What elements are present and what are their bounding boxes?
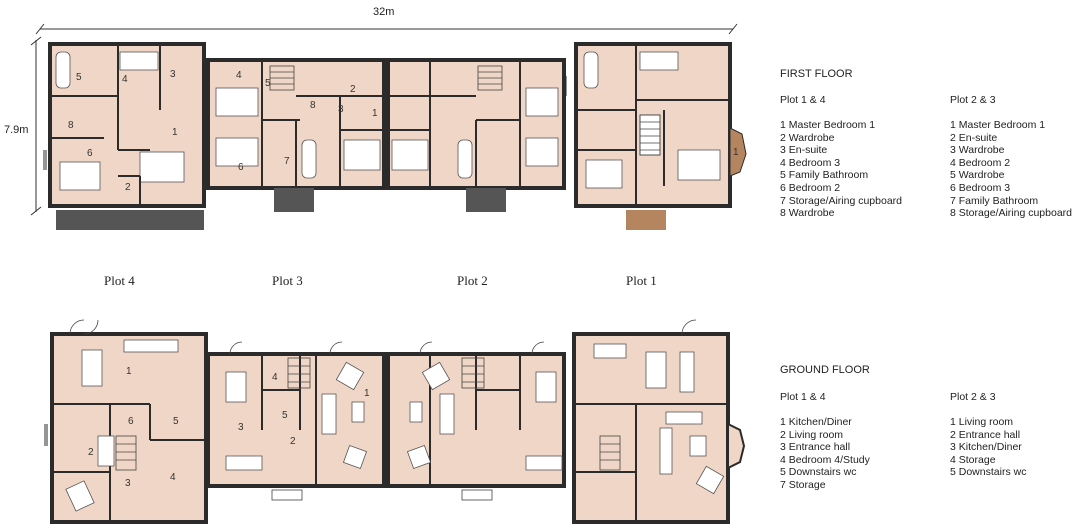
first-floor-group-a-list: 1 Master Bedroom 1 2 Wardrobe 3 En-suite… — [780, 119, 902, 220]
legend-item: 5 Family Bathroom — [780, 169, 869, 182]
gf-p3-room-5: 5 — [282, 410, 288, 421]
gf-p4-room-4: 4 — [170, 472, 176, 483]
plot-label-3: Plot 3 — [272, 273, 303, 288]
depth-dimension-line — [30, 36, 42, 216]
ff-p4-room-4: 4 — [122, 74, 128, 85]
ground-floor-group-a-heading: Plot 1 & 4 — [780, 391, 826, 403]
plot-label-4: Plot 4 — [104, 273, 135, 288]
ff-p3-room-4: 4 — [236, 70, 242, 81]
ground-floor-group-a-list: 1 Kitchen/Diner 2 Living room 3 Entrance… — [780, 416, 870, 492]
legend-item: 4 Bedroom 4/Study — [780, 453, 870, 466]
first-floor-group-a-heading: Plot 1 & 4 — [780, 94, 826, 106]
legend-item: 6 Bedroom 3 — [950, 181, 1011, 194]
gf-p4-room-5: 5 — [173, 416, 179, 427]
ff-p4-room-1: 1 — [172, 127, 178, 138]
gf-p3-room-2: 2 — [290, 436, 296, 447]
ground-floor-group-b-heading: Plot 2 & 3 — [950, 391, 996, 403]
first-floor-title: FIRST FLOOR — [780, 68, 853, 80]
ground-floor-plan — [44, 319, 746, 524]
ff-p3-room-5: 5 — [265, 78, 271, 89]
ff-p4-room-6: 6 — [87, 148, 93, 159]
legend-item: 1 Kitchen/Diner — [780, 416, 852, 428]
first-floor-room-numbers: 1 2 4 5 3 6 8 4 5 2 8 3 1 6 7 1 — [68, 69, 739, 193]
gf-p4-room-2: 2 — [88, 447, 94, 458]
legend-item: 5 Wardrobe — [950, 169, 1005, 182]
legend-item: 3 Wardrobe — [950, 144, 1005, 157]
ff-p4-room-5: 5 — [76, 72, 82, 83]
ff-p3-room-7: 7 — [284, 156, 290, 167]
gf-p3-room-1: 1 — [364, 388, 370, 399]
legend-item: 4 Bedroom 3 — [780, 156, 841, 169]
legend-item: 2 En-suite — [950, 131, 998, 144]
ff-p1-room-1: 1 — [733, 147, 739, 158]
legend-item: 8 Storage/Airing cupboard — [950, 207, 1072, 220]
ff-p3-room-3: 3 — [338, 104, 344, 115]
plot-label-2: Plot 2 — [457, 273, 488, 288]
gf-p3-room-4: 4 — [272, 372, 278, 383]
legend-item: 1 Living room — [950, 416, 1014, 428]
width-dimension-label: 32m — [373, 6, 395, 18]
ground-floor-group-b-list: 1 Living room 2 Entrance hall 3 Kitchen/… — [950, 416, 1026, 479]
legend-item: 2 Wardrobe — [780, 131, 835, 144]
legend-item: 4 Bedroom 2 — [950, 156, 1011, 169]
ground-floor-room-numbers: 1 2 3 4 5 6 4 3 5 2 1 — [88, 366, 370, 489]
gf-p4-room-3: 3 — [125, 478, 131, 489]
legend-item: 7 Family Bathroom — [950, 194, 1039, 207]
ff-p3-room-1: 1 — [372, 108, 378, 119]
plot-label-1: Plot 1 — [626, 273, 657, 288]
legend-item: 1 Master Bedroom 1 — [780, 119, 876, 131]
first-floor-group-b-heading: Plot 2 & 3 — [950, 94, 996, 106]
ff-p4-room-2: 2 — [125, 182, 131, 193]
legend-item: 8 Wardrobe — [780, 207, 835, 220]
ff-p3-room-8: 8 — [310, 100, 316, 111]
legend-item: 3 Entrance hall — [780, 441, 851, 454]
gf-p4-room-6: 6 — [128, 416, 134, 427]
first-floor-group-b-list: 1 Master Bedroom 1 2 En-suite 3 Wardrobe… — [950, 119, 1072, 220]
legend-item: 2 Living room — [780, 428, 844, 441]
ff-p4-room-8: 8 — [68, 120, 74, 131]
legend-item: 7 Storage — [780, 478, 826, 491]
legend-item: 5 Downstairs wc — [950, 466, 1027, 479]
width-dimension-line — [35, 23, 738, 35]
legend-item: 4 Storage — [950, 453, 996, 466]
legend-item: 2 Entrance hall — [950, 428, 1021, 441]
gf-p3-room-3: 3 — [238, 422, 244, 433]
depth-dimension-label: 7.9m — [4, 124, 29, 136]
legend-item: 1 Master Bedroom 1 — [950, 119, 1046, 131]
legend-item: 3 Kitchen/Diner — [950, 441, 1022, 454]
ff-p3-room-6: 6 — [238, 162, 244, 173]
legend-item: 5 Downstairs wc — [780, 466, 857, 479]
legend-item: 6 Bedroom 2 — [780, 181, 841, 194]
gf-p4-room-1: 1 — [126, 366, 132, 377]
legend-item: 3 En-suite — [780, 144, 828, 157]
legend-item: 7 Storage/Airing cupboard — [780, 194, 902, 207]
paving-slabs — [56, 127, 747, 230]
ff-p3-room-2: 2 — [350, 84, 356, 95]
ff-p4-room-3: 3 — [170, 69, 176, 80]
first-floor-plan — [43, 42, 747, 230]
ground-floor-title: GROUND FLOOR — [780, 364, 870, 376]
